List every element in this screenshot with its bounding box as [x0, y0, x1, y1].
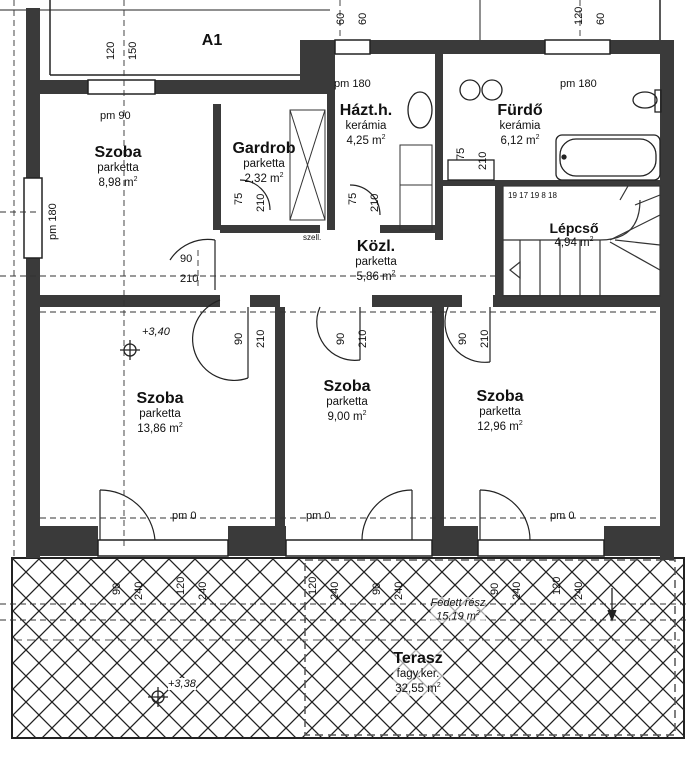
room-haztartasi: Házt.h. kerámia 4,25 m2 [339, 102, 393, 147]
svg-text:90: 90 [489, 583, 501, 595]
svg-text:120: 120 [551, 577, 563, 595]
svg-text:90: 90 [233, 333, 245, 345]
svg-text:210: 210 [357, 330, 369, 348]
toilet-icon [632, 91, 658, 109]
staircase [502, 185, 661, 297]
svg-text:90: 90 [371, 583, 383, 595]
svg-text:210: 210 [369, 194, 381, 212]
svg-text:90: 90 [180, 253, 192, 265]
sill-pm0-a: pm 0 [172, 510, 197, 522]
svg-text:90: 90 [457, 333, 469, 345]
bathtub-icon [555, 134, 661, 181]
svg-text:75: 75 [233, 193, 245, 205]
svg-text:150: 150 [127, 42, 139, 60]
room-gardrob: Gardrob parketta 2,32 m2 [232, 140, 296, 185]
window-top-right [544, 39, 611, 55]
area-fedett: Fedett rész 15,19 m2 [430, 597, 486, 623]
door-bottom-1 [97, 539, 229, 557]
stair-steps: 19 17 19 8 18 [508, 191, 557, 200]
room-szoba-top-left: Szoba parketta 8,98 m2 [94, 144, 142, 189]
covered-area-outline [304, 559, 676, 736]
window-top-mid [334, 39, 371, 55]
door-bottom-2 [285, 539, 433, 557]
washbasin-icon [407, 91, 433, 129]
svg-text:120: 120 [307, 577, 319, 595]
room-szoba-bottom-left: Szoba parketta 13,86 m2 [136, 390, 184, 435]
svg-text:90: 90 [111, 583, 123, 595]
svg-text:240: 240 [329, 582, 341, 600]
area-terasz: Terasz fagy.ker. 32,55 m2 [393, 650, 443, 696]
svg-text:60: 60 [335, 13, 347, 25]
sill-pm0-b: pm 0 [306, 510, 331, 522]
axis-label: A1 [201, 32, 223, 49]
sink-icon [459, 79, 481, 101]
svg-text:240: 240 [573, 582, 585, 600]
svg-text:120: 120 [105, 42, 117, 60]
svg-text:pm 180: pm 180 [47, 203, 59, 240]
level-terrace: +3,38 [168, 678, 196, 690]
svg-text:240: 240 [511, 582, 523, 600]
sill-pm0-c: pm 0 [550, 510, 575, 522]
svg-text:240: 240 [133, 582, 145, 600]
room-furdo: Fürdő kerámia 6,12 m2 [497, 102, 543, 147]
svg-text:75: 75 [347, 193, 359, 205]
svg-text:120: 120 [573, 7, 585, 25]
terrace-hatch [11, 557, 685, 739]
door-bottom-3 [477, 539, 605, 557]
svg-text:210: 210 [479, 330, 491, 348]
svg-text:120: 120 [175, 577, 187, 595]
room-szoba-bottom-right: Szoba parketta 12,96 m2 [476, 388, 524, 433]
svg-text:210: 210 [180, 273, 198, 285]
svg-text:210: 210 [255, 194, 267, 212]
sill-pm180-a: pm 180 [334, 78, 371, 90]
svg-text:210: 210 [477, 152, 489, 170]
svg-text:75: 75 [455, 148, 467, 160]
svg-text:240: 240 [393, 582, 405, 600]
note-szell: szell. [303, 233, 322, 242]
window-left [23, 177, 43, 259]
svg-text:60: 60 [595, 13, 607, 25]
room-kozl: Közl. parketta 5,86 m2 [355, 238, 397, 283]
sill-pm90: pm 90 [100, 110, 131, 122]
window-top-left [87, 79, 156, 95]
room-lepcso: Lépcső 4,94 m2 [549, 220, 599, 249]
svg-text:210: 210 [255, 330, 267, 348]
svg-text:60: 60 [357, 13, 369, 25]
room-szoba-bottom-mid: Szoba parketta 9,00 m2 [323, 378, 371, 423]
svg-text:240: 240 [197, 582, 209, 600]
level-upper: +3,40 [142, 326, 170, 338]
svg-text:90: 90 [335, 333, 347, 345]
sill-pm180-b: pm 180 [560, 78, 597, 90]
